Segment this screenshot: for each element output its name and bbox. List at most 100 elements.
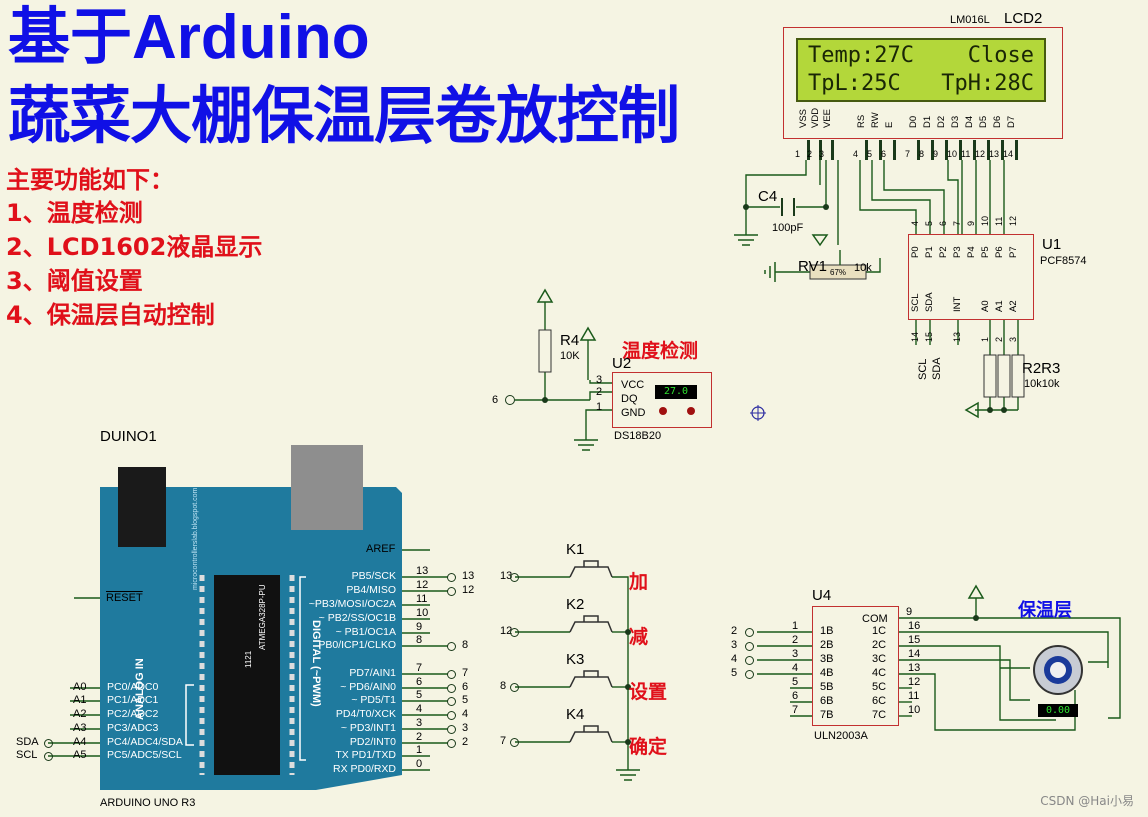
lcd-pin-lead	[1001, 140, 1004, 160]
pcf-pin-num: 2	[994, 336, 1004, 342]
key-switch-1[interactable]	[566, 555, 614, 583]
ds18b20-sensor[interactable]: VCC DQ GND 27.0	[612, 372, 712, 428]
uln-net-terminal	[745, 670, 754, 679]
uln-net-label: 3	[731, 639, 738, 651]
lcd-pin-num: 2	[807, 149, 813, 159]
arduino-pin-label: PD2/INT0	[349, 736, 396, 748]
arduino-net-terminal	[44, 739, 53, 748]
uln-net-label: 5	[731, 667, 738, 679]
motor-label: 保温层	[1018, 600, 1072, 621]
uln-out-num: 11	[908, 690, 920, 702]
uln-net-terminal	[745, 656, 754, 665]
arduino-net-label: 8	[462, 639, 469, 651]
key-function-label: 设置	[629, 681, 668, 703]
arduino-pin-label: PC1/ADC1	[107, 694, 159, 706]
uln-out-pin: 5C	[872, 681, 887, 693]
lcd-pin-lead	[807, 140, 810, 160]
arduino-pin-num: A0	[73, 681, 87, 693]
arduino-part: ARDUINO UNO R3	[100, 797, 196, 809]
features-heading: 主要功能如下：	[6, 166, 174, 194]
key-switch-4[interactable]	[566, 720, 614, 748]
lcd-pin-d6: D6	[992, 115, 1003, 128]
uln-out-pin: 7C	[872, 709, 887, 721]
pcf-pin-a2: A2	[1008, 300, 1019, 312]
uln2003-chip[interactable]	[812, 606, 899, 726]
pcf-pin-scl: SCL	[910, 293, 921, 312]
arduino-net-terminal	[447, 697, 456, 706]
uln-out-pin: 2C	[872, 639, 887, 651]
uln-net-terminal	[745, 628, 754, 637]
uln-out-pin: 6C	[872, 695, 887, 707]
ds-part: DS18B20	[614, 430, 662, 442]
uln-out-num: 14	[908, 648, 921, 660]
key-net-terminal	[510, 628, 519, 637]
ds-down-button[interactable]	[659, 407, 667, 415]
arduino-pin-num: A2	[73, 708, 87, 720]
arduino-pin-label: ~ PB1/OC1A	[335, 626, 396, 638]
arduino-pin-num: 1	[416, 744, 423, 756]
ds-num-3: 3	[596, 374, 603, 386]
ds-num-2: 2	[596, 386, 603, 398]
uln-in-num: 6	[792, 690, 799, 702]
arduino-pin-num: A4	[73, 736, 87, 748]
board-url: microcontrollerslab.blogspot.com	[192, 487, 199, 590]
lcd-pin-num: 13	[989, 149, 1000, 159]
lcd-pin-num: 11	[961, 149, 971, 159]
arduino-pin-num: 12	[416, 579, 429, 591]
ds-temperature-display: 27.0	[655, 385, 697, 399]
ds-pin-vcc: VCC	[621, 379, 645, 391]
lcd-pin-e: E	[884, 121, 895, 128]
key-switch-3[interactable]	[566, 665, 614, 693]
lcd-pin-lead	[879, 140, 882, 160]
key-plunger	[583, 560, 599, 567]
arduino-pin-label: PC4/ADC4/SDA	[107, 736, 183, 748]
r4-value: 10K	[560, 350, 580, 362]
lcd-pin-d3: D3	[950, 115, 961, 128]
lcd-pin-d2: D2	[936, 115, 947, 128]
key-plunger	[583, 670, 599, 677]
uln-net-terminal	[745, 642, 754, 651]
arduino-pin-label: PC3/ADC3	[107, 722, 159, 734]
uln-out-num: 13	[908, 662, 921, 674]
pcf-pin-p2: P2	[938, 246, 949, 258]
pcf-net-scl: SCL	[917, 358, 929, 380]
c4-ref: C4	[758, 188, 778, 205]
lcd-pin-lead	[987, 140, 990, 160]
arduino-net-label: 2	[462, 736, 469, 748]
key-switch-2[interactable]	[566, 610, 614, 638]
lcd-pin-num: 9	[933, 149, 939, 159]
arduino-pin-num: A3	[73, 722, 87, 734]
uln-in-pin: 4B	[820, 667, 834, 679]
pcf-pin-num: 15	[924, 331, 934, 342]
pcf8574-chip[interactable]	[908, 234, 1034, 320]
pcf-pin-num: 14	[910, 331, 920, 342]
lcd-pin-num: 4	[853, 149, 859, 159]
lcd-pin-num: 14	[1003, 149, 1014, 159]
lcd-pin-vee: VEE	[822, 108, 833, 128]
ds-num-1: 1	[596, 401, 603, 413]
arduino-board[interactable]	[96, 445, 406, 797]
arduino-net-label: SDA	[16, 736, 39, 748]
key-contact	[569, 621, 613, 633]
arduino-pin-num: A1	[73, 694, 87, 706]
arduino-pin-label: TX PD1/TXD	[335, 749, 396, 761]
aref-label: AREF	[366, 543, 396, 555]
key-net-terminal	[510, 683, 519, 692]
lcd-pin-num: 7	[905, 149, 911, 159]
lcd-pin-lead	[959, 140, 962, 160]
key-net-label: 8	[500, 680, 507, 692]
pcf-pin-num: 9	[966, 220, 976, 226]
key-net-terminal	[510, 573, 519, 582]
feature-4: 4、保温层自动控制	[6, 301, 215, 329]
pcf-pin-int: INT	[952, 296, 963, 312]
rv-percent: 67%	[830, 268, 847, 277]
rv-ref: RV1	[798, 258, 827, 275]
pcf-pin-num: 7	[952, 220, 962, 226]
lcd-row1-right: Close	[967, 43, 1034, 68]
lcd-pin-num: 12	[975, 149, 986, 159]
arduino-pin-num: A5	[73, 749, 87, 761]
lcd-pin-lead	[819, 140, 822, 160]
ds-label: 温度检测	[622, 340, 699, 362]
ds-up-button[interactable]	[687, 407, 695, 415]
uln-in-num: 5	[792, 676, 799, 688]
